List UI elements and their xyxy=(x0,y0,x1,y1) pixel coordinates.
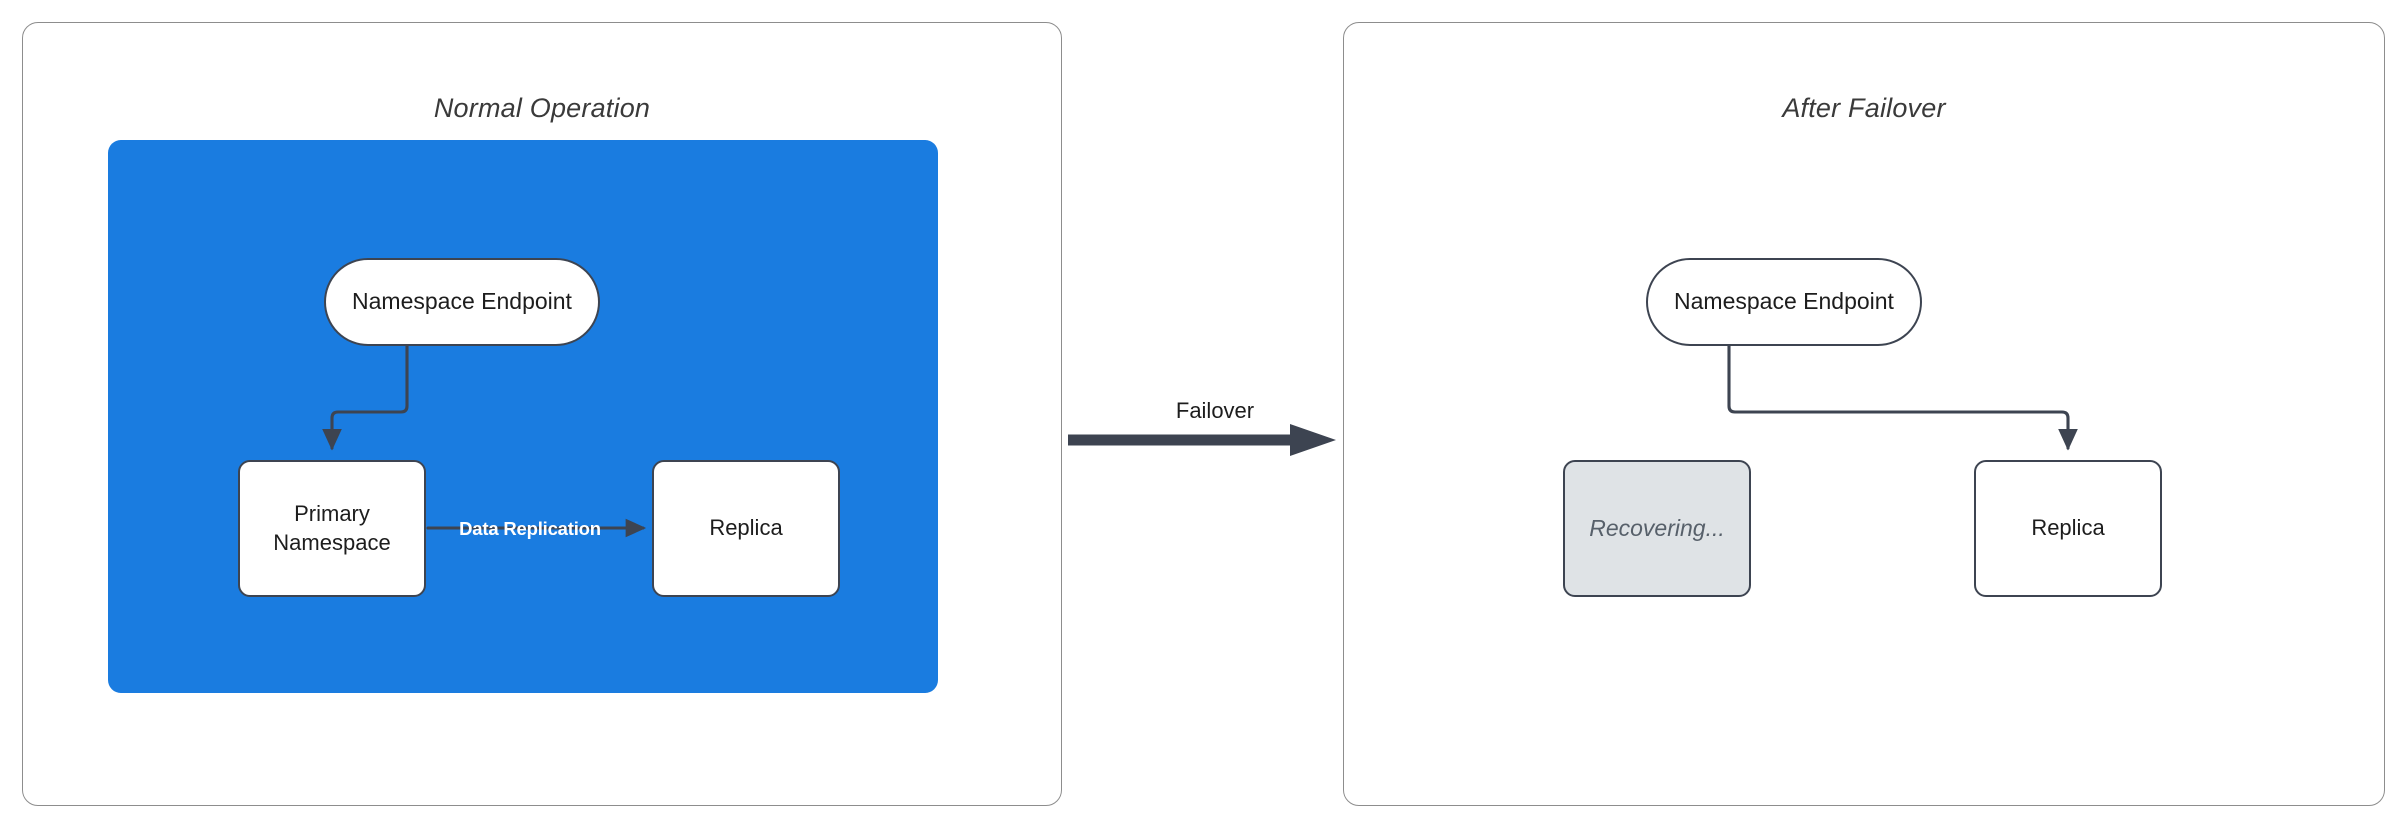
node-label: Namespace Endpoint xyxy=(352,288,572,315)
failover-arrow xyxy=(1068,424,1336,456)
node-primary-namespace[interactable]: Primary Namespace xyxy=(238,460,426,597)
node-recovering[interactable]: Recovering... xyxy=(1563,460,1751,597)
edge-label-failover: Failover xyxy=(1175,398,1255,423)
edge-label-data-replication: Data Replication xyxy=(459,518,601,539)
node-label: Replica xyxy=(709,515,783,541)
node-label: Recovering... xyxy=(1589,514,1725,541)
node-namespace-endpoint-right[interactable]: Namespace Endpoint xyxy=(1646,258,1922,346)
node-label: Primary Namespace xyxy=(273,501,391,555)
panel-after-failover: After Failover xyxy=(1343,22,2385,806)
node-label: Namespace Endpoint xyxy=(1674,288,1894,315)
node-replica-left[interactable]: Replica xyxy=(652,460,840,597)
node-namespace-endpoint-left[interactable]: Namespace Endpoint xyxy=(324,258,600,346)
panel-title-normal-operation: Normal Operation xyxy=(433,93,651,123)
node-label: Replica xyxy=(2031,515,2105,541)
blue-region-after-failover xyxy=(110,140,938,693)
node-replica-right[interactable]: Replica xyxy=(1974,460,2162,597)
panel-title-after-failover: After Failover xyxy=(1782,93,1946,123)
